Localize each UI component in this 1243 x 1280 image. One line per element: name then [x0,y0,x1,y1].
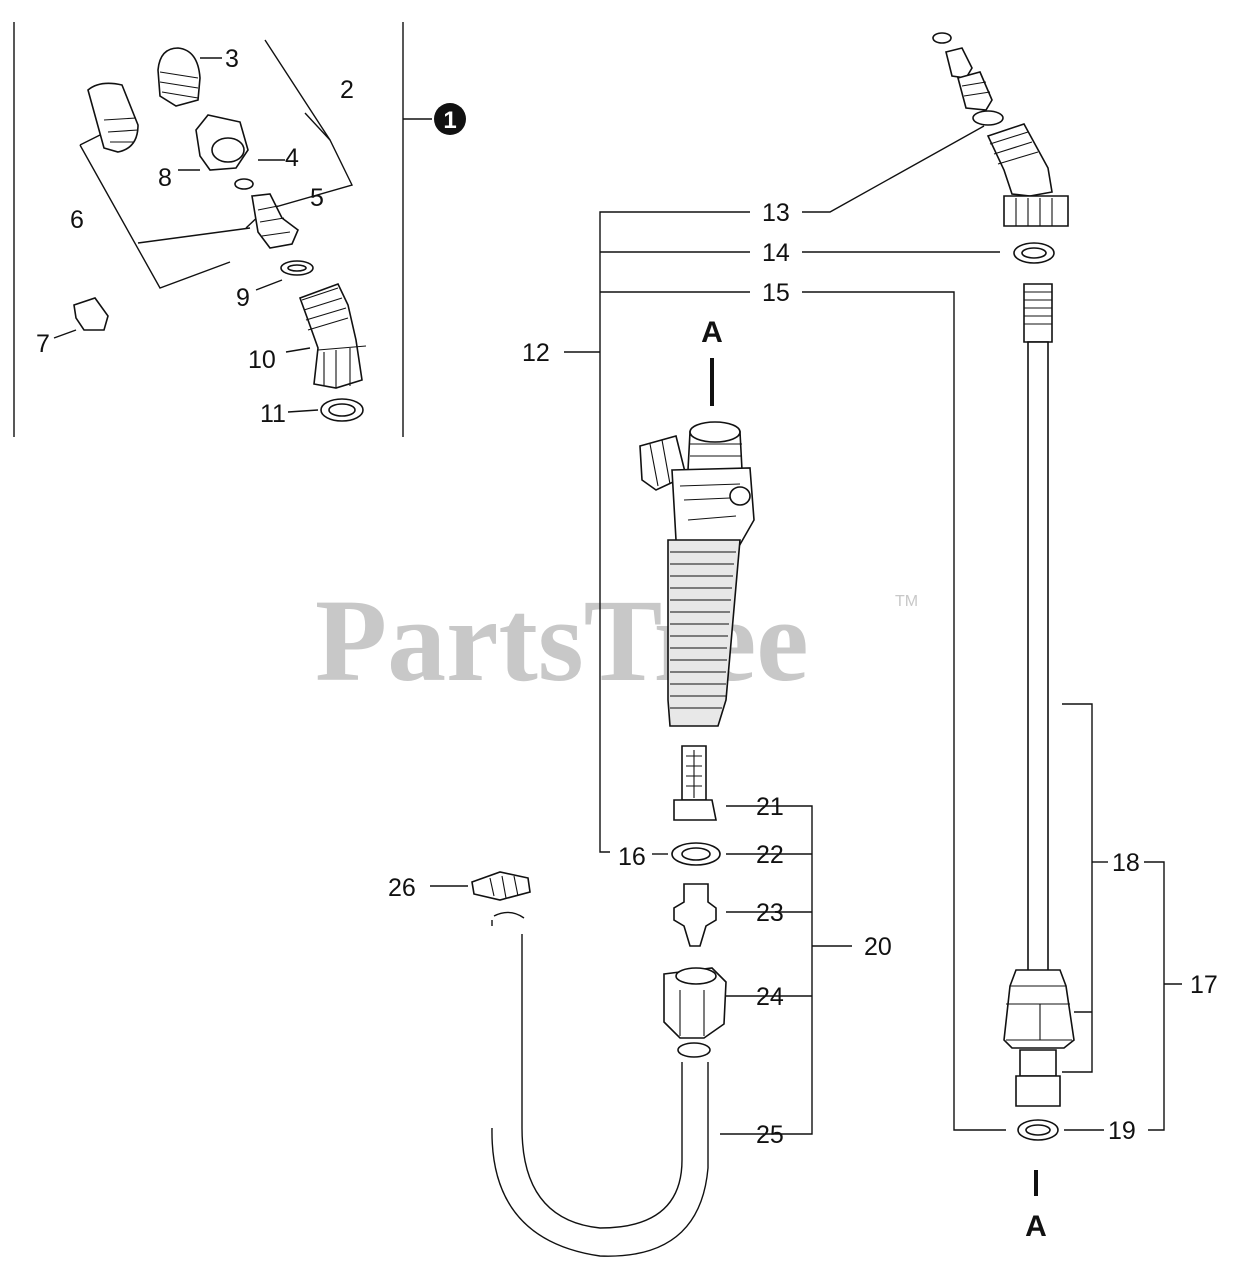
kit-badge-number: 1 [443,107,456,134]
hose-barb-part [673,883,717,947]
wand-assembly: A [932,32,1075,1243]
callout-11: 11 [260,400,286,428]
nozzle-tip-part [157,47,201,107]
leader-lines [430,125,1182,1135]
callout-3: 3 [225,45,239,73]
section-marker-bottom: A [1025,1210,1047,1243]
callout-24: 24 [756,983,784,1011]
callout-6: 6 [70,206,84,234]
hose-clamp-part [471,871,531,901]
handle-grip-part [667,539,741,727]
callout-2: 2 [340,76,354,104]
callout-26: 26 [388,874,416,902]
handle-assembly: A [471,316,755,1257]
callout-20: 20 [864,933,892,961]
callout-16: 16 [618,843,646,871]
callout-21: 21 [756,793,784,821]
callout-labels: 13 14 15 12 21 16 22 26 23 20 24 25 18 1… [388,199,1218,1149]
callout-25: 25 [756,1121,784,1149]
watermark-tm: TM [895,593,918,610]
callout-23: 23 [756,899,784,927]
section-marker-top: A [701,316,723,349]
callout-17: 17 [1190,971,1218,999]
valve-part [251,193,299,249]
callout-18: 18 [1112,849,1140,877]
small-fitting-part [73,297,109,331]
cap-part [87,82,139,153]
callout-7: 7 [36,330,50,358]
callout-14: 14 [762,239,790,267]
wand-coupling-part [1003,969,1075,1049]
hose-outer [491,1062,709,1257]
callout-10: 10 [248,346,276,374]
callout-4: 4 [285,144,299,172]
elbow-part [298,282,363,389]
kit-badge [434,103,466,135]
nozzle-kit-inset: 1 [13,22,466,437]
callout-19: 19 [1108,1117,1136,1145]
callout-9: 9 [236,284,250,312]
callout-8: 8 [158,164,172,192]
hose-washer-part [677,1042,711,1058]
small-washer-part [234,178,254,190]
callout-12: 12 [522,339,550,367]
callout-15: 15 [762,279,790,307]
callout-13: 13 [762,199,790,227]
wand-tube-part [1027,341,1049,973]
callout-22: 22 [756,841,784,869]
callout-5: 5 [310,184,324,212]
hose-inner [521,1062,683,1229]
